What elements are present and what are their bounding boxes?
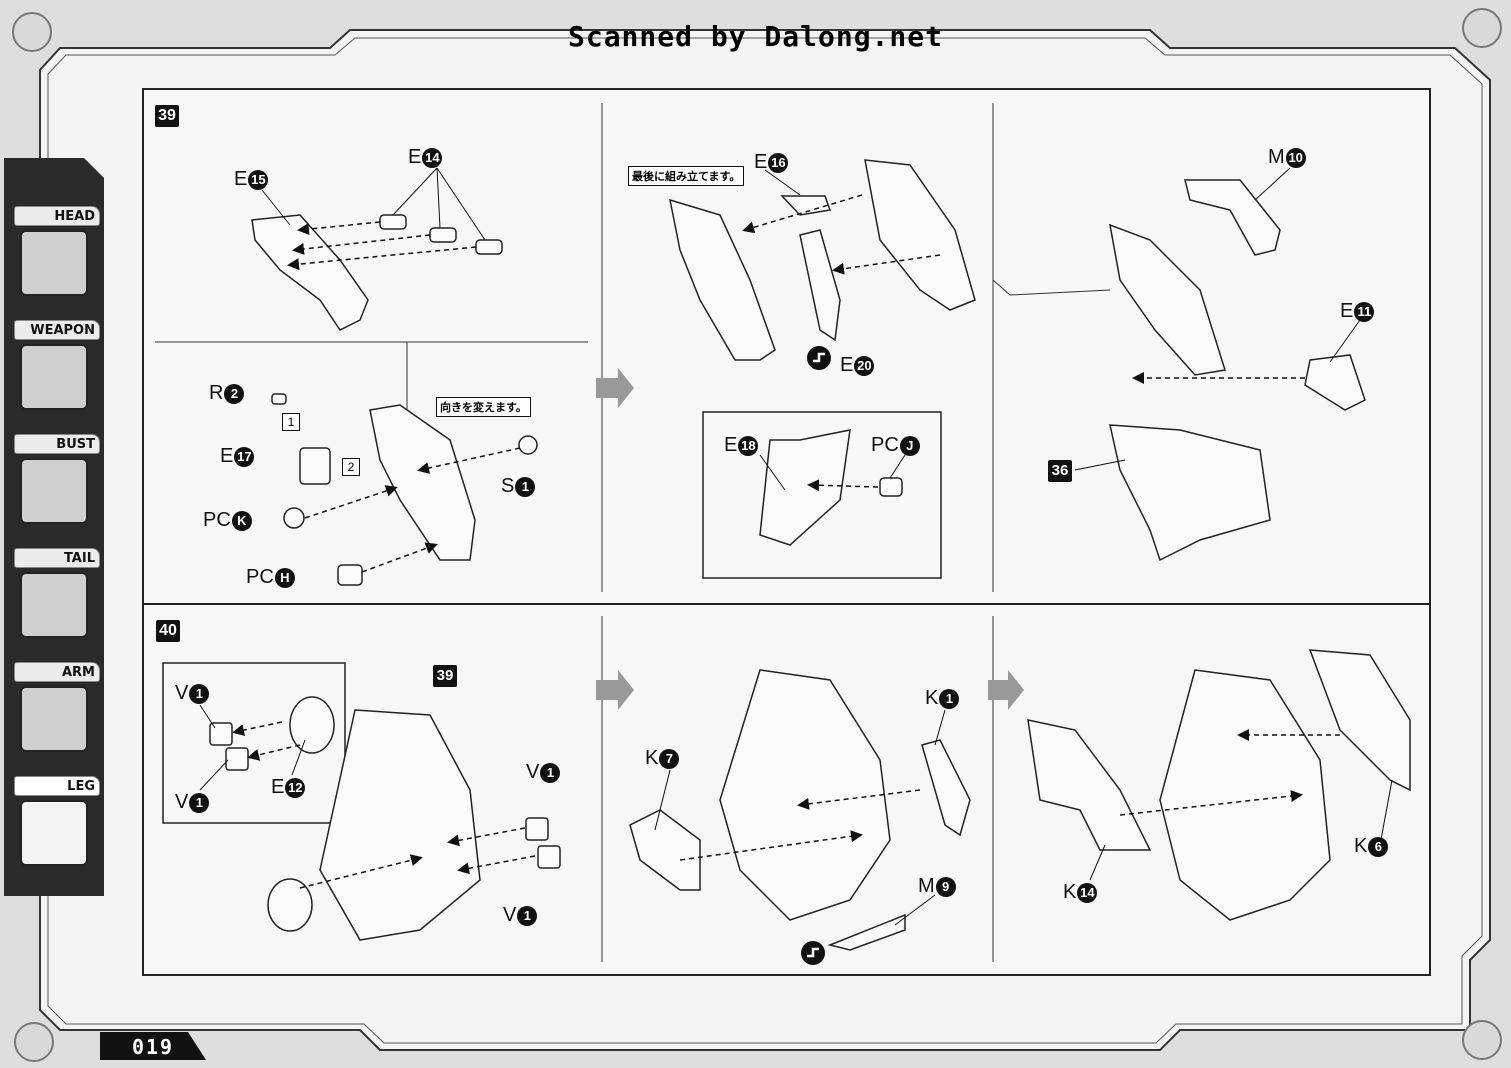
sidebar-item-label: TAIL [14, 548, 100, 568]
part-k6 [1308, 649, 1411, 792]
part-e20 [799, 229, 841, 342]
corner-logo-bottom-left [14, 1022, 54, 1062]
part-e18 [759, 429, 851, 546]
leg-frame-outline [864, 159, 976, 311]
part-s1 [518, 435, 538, 455]
leg-icon [20, 800, 88, 866]
order-mark-2: 2 [342, 458, 360, 476]
sidebar-item-label: WEAPON [14, 320, 100, 340]
sidebar-item-label: LEG [14, 776, 100, 796]
part-e11 [1304, 354, 1366, 411]
flow-arrow-icon [596, 670, 634, 710]
corner-logo-top-right [1462, 8, 1502, 48]
part-v1-b [225, 747, 249, 771]
part-e12 [289, 696, 335, 754]
step-number-39: 39 [155, 105, 179, 127]
gate-cut-icon [807, 346, 831, 370]
part-m10 [1184, 179, 1281, 256]
tail-icon [20, 572, 88, 638]
leg-assembly-40c [1159, 669, 1331, 921]
part-pc-j [879, 477, 903, 497]
leg-lower-outline [1109, 424, 1271, 562]
part-r2 [271, 393, 287, 405]
part-v1-c [525, 817, 549, 841]
leg-part-outline [251, 214, 369, 331]
scan-watermark: Scanned by Dalong.net [567, 20, 943, 53]
leg-inner-outline [669, 198, 776, 361]
page-number: 019 [131, 1035, 175, 1059]
leg-assembly-40b [719, 669, 891, 921]
part-v1-a [209, 722, 233, 746]
sidebar-item-label: ARM [14, 662, 100, 682]
part-k1 [921, 739, 971, 837]
flow-arrow-icon [988, 670, 1024, 710]
weapon-icon [20, 344, 88, 410]
corner-logo-top-left [12, 12, 52, 52]
part-m9 [827, 913, 906, 951]
part-e16 [780, 195, 832, 216]
gate-cut-icon [801, 941, 825, 965]
section-sidebar: HEAD WEAPON BUST TAIL ARM LEG [4, 158, 106, 896]
part-k7 [629, 809, 701, 891]
part-e17 [299, 447, 331, 485]
head-icon [20, 230, 88, 296]
sidebar-item-label: BUST [14, 434, 100, 454]
part-v-pair [267, 878, 313, 932]
step-ref-36: 36 [1048, 460, 1072, 482]
sidebar-item-label: HEAD [14, 206, 100, 226]
arm-icon [20, 686, 88, 752]
part-pc-k [283, 507, 305, 529]
flow-arrow-icon [596, 368, 634, 408]
note-change-direction: 向きを変えます。 [436, 397, 531, 417]
order-mark-1: 1 [282, 413, 300, 431]
step-number-40: 40 [156, 620, 180, 642]
part-pc-h [337, 564, 363, 586]
step-ref-39: 39 [433, 665, 457, 687]
leg-upper-outline [1109, 223, 1226, 376]
bust-icon [20, 458, 88, 524]
part-k14 [1027, 719, 1152, 851]
corner-logo-bottom-right [1462, 1020, 1502, 1060]
leg-assembly-outline [369, 404, 476, 561]
part-e14-b [429, 227, 457, 243]
part-e14-c [475, 239, 503, 255]
part-e14-a [379, 214, 407, 230]
note-assemble-last: 最後に組み立てます。 [628, 166, 745, 186]
part-v1-d [537, 845, 561, 869]
